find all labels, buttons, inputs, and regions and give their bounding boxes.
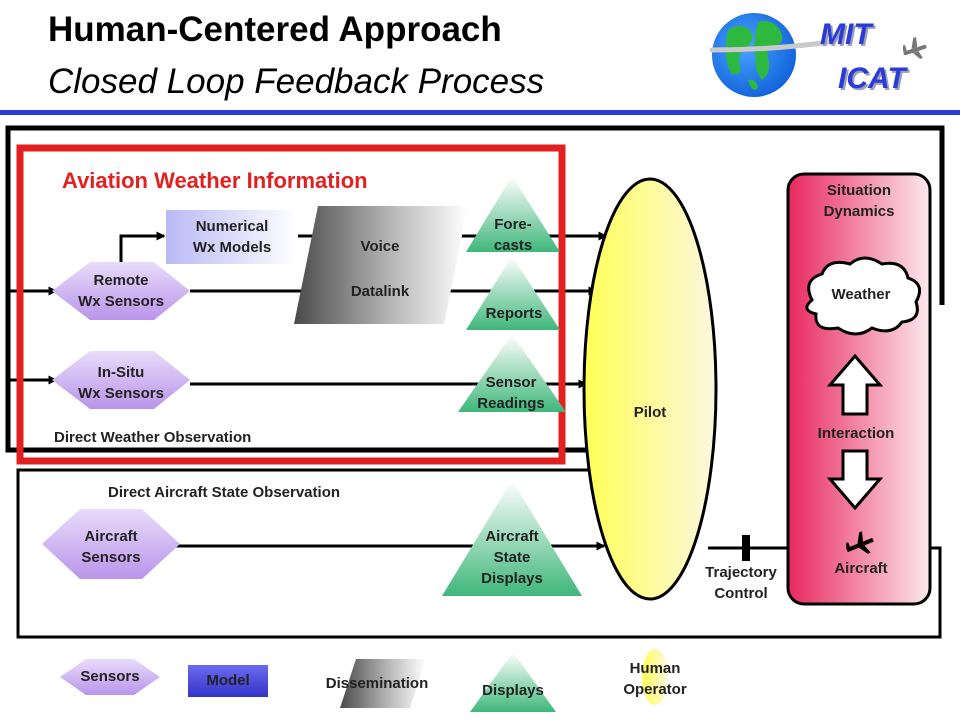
pilot-ellipse: [582, 177, 718, 601]
reports-display: [466, 256, 560, 330]
airplane-logo-icon: [902, 37, 927, 59]
legend-displays-label: Displays: [482, 682, 544, 699]
aviation-weather-title: Aviation Weather Information: [62, 168, 368, 193]
interaction-label: Interaction: [817, 425, 895, 442]
legend-human-operator-shape: [642, 649, 668, 705]
aircraft-label: Aircraft: [834, 560, 888, 577]
page-subtitle: Closed Loop Feedback Process: [48, 62, 545, 101]
arrow-to-numerical-models: [119, 231, 166, 262]
datalink-label: Datalink: [350, 283, 410, 300]
interaction-down-arrow-icon: [826, 449, 884, 511]
legend-dissemination-shape: [340, 659, 426, 708]
remote-wx-sensors: [52, 262, 190, 320]
header-divider: [0, 110, 960, 115]
forecasts-label: Fore-casts: [493, 216, 533, 254]
weather-label: Weather: [831, 286, 891, 303]
globe-logo-icon: [709, 13, 833, 97]
logo-icat-text: ICAT: [838, 62, 906, 95]
reports-label: Reports: [485, 305, 543, 322]
dissemination-voice-datalink: [294, 206, 468, 324]
aircraft-icon: [846, 531, 874, 554]
legend-dissemination-label: Dissemination: [325, 675, 429, 692]
insitu-wx-sensors: [52, 351, 190, 409]
trajectory-control-bar: [742, 535, 750, 561]
aviation-weather-box: [16, 144, 566, 465]
page-title: Human-Centered Approach: [48, 10, 502, 49]
aircraft-sensors: [42, 509, 180, 579]
interaction-up-arrow-icon: [826, 353, 884, 416]
direct-aircraft-state-observation-label: Direct Aircraft State Observation: [108, 484, 341, 501]
numerical-wx-models: [166, 210, 298, 264]
legend-sensors-shape: [60, 659, 160, 695]
legend-model-label: Model: [206, 672, 250, 689]
forecasts-display: [466, 176, 560, 252]
legend-model-shape: [188, 665, 268, 697]
weather-cloud-icon: [805, 256, 922, 336]
pilot-label: Pilot: [633, 404, 667, 421]
sensor-readings-display: [458, 334, 566, 412]
logo-mit-text: MIT: [820, 18, 872, 51]
legend-sensors-label: Sensors: [80, 668, 140, 685]
direct-weather-observation-label: Direct Weather Observation: [54, 429, 252, 446]
weather-feedback-loop: [5, 125, 945, 455]
aircraft-state-displays: [442, 480, 582, 596]
legend-displays-shape: [470, 652, 556, 712]
voice-label: Voice: [360, 238, 400, 255]
